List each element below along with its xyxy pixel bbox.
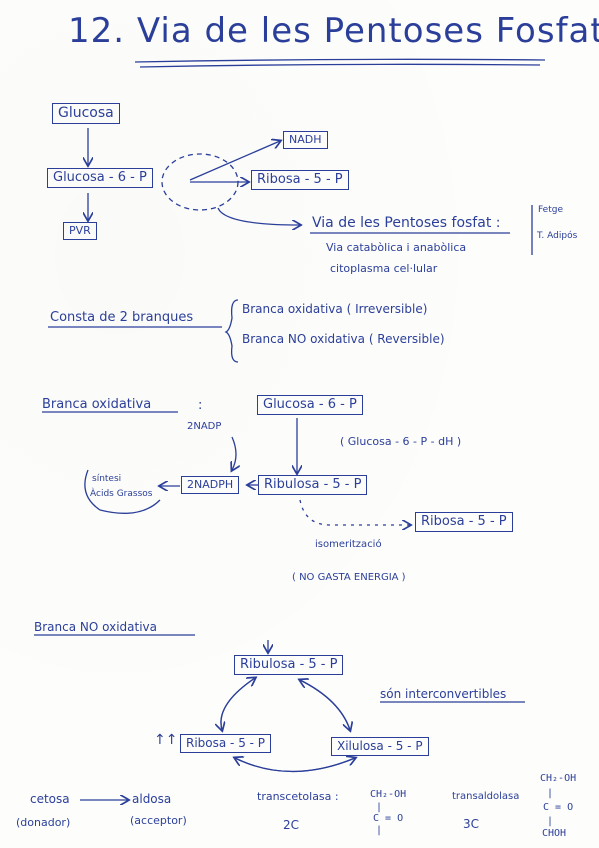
isomeritzacio-label: isomerització <box>315 539 382 550</box>
glucosa-box: Glucosa <box>52 103 120 124</box>
transaldolasa-carbons: 3C <box>463 817 480 831</box>
oxidative-colon: : <box>198 398 203 413</box>
transaldolasa-label: transaldolasa <box>452 791 520 802</box>
interconvertibles-label: són interconvertibles <box>380 687 507 701</box>
formula2-vert2: | <box>547 816 554 827</box>
sintesi-line1: síntesi <box>92 474 122 484</box>
non-oxidative-heading: Branca NO oxidativa <box>34 620 157 634</box>
no-gasta-label: ( NO GASTA ENERGIA ) <box>292 572 406 583</box>
xilulosa-5p-box: Xilulosa - 5 - P <box>331 737 429 756</box>
formula2-ch2oh: CH₂-OH <box>540 773 577 784</box>
formula-vert2: | <box>376 825 383 836</box>
two-nadph-box: 2NADPH <box>181 476 240 494</box>
aldosa-role: (acceptor) <box>130 814 187 827</box>
cetosa-role: (donador) <box>16 816 71 829</box>
branca-oxidativa-label: Branca oxidativa ( Irreversible) <box>242 302 428 316</box>
glucosa-6p-box: Glucosa - 6 - P <box>47 168 153 188</box>
formula-co: C = O <box>373 813 404 824</box>
aldosa-label: aldosa <box>132 792 172 806</box>
oxidative-glucosa-6p-box: Glucosa - 6 - P <box>257 395 363 415</box>
formula-vert1: | <box>376 802 383 813</box>
transcetolasa-carbons: 2C <box>283 818 300 832</box>
via-line1: Via catabòlica i anabòlica <box>326 241 467 254</box>
non-ox-ribulosa-5p-box: Ribulosa - 5 - P <box>234 655 344 675</box>
page-title: 12. Via de les Pentoses Fosfat <box>68 11 599 51</box>
formula2-choh: CHOH <box>542 828 567 839</box>
formula2-co: C = O <box>543 802 574 813</box>
via-title: Via de les Pentoses fosfat : <box>312 215 501 231</box>
sintesi-line2: Àcids Grassos <box>90 489 153 499</box>
two-nadp-label: 2NADP <box>187 421 222 432</box>
enzyme-label: ( Glucosa - 6 - P - dH ) <box>340 435 462 448</box>
transcetolasa-label: transcetolasa : <box>257 790 339 803</box>
pvr-box: PVR <box>63 222 97 240</box>
nadh-box: NADH <box>283 131 328 149</box>
consta-label: Consta de 2 branques <box>50 310 194 325</box>
cetosa-label: cetosa <box>30 792 70 806</box>
up-arrows: ↑↑ <box>154 732 178 748</box>
ribulosa-5p-box: Ribulosa - 5 - P <box>258 475 368 495</box>
formula2-vert1: | <box>547 788 554 799</box>
via-line2: citoplasma cel·lular <box>330 262 438 275</box>
branca-no-oxidativa-label: Branca NO oxidativa ( Reversible) <box>242 332 445 346</box>
side-note-adipos: T. Adipós <box>537 231 578 241</box>
oxidative-ribosa-5p-box: Ribosa - 5 - P <box>415 512 513 532</box>
ribosa-5p-box: Ribosa - 5 - P <box>251 170 349 190</box>
side-note-fetge: Fetge <box>538 205 564 215</box>
formula-ch2oh: CH₂-OH <box>370 789 407 800</box>
non-ox-ribosa-5p-box: Ribosa - 5 - P <box>180 734 272 753</box>
oxidative-heading: Branca oxidativa <box>42 397 152 412</box>
